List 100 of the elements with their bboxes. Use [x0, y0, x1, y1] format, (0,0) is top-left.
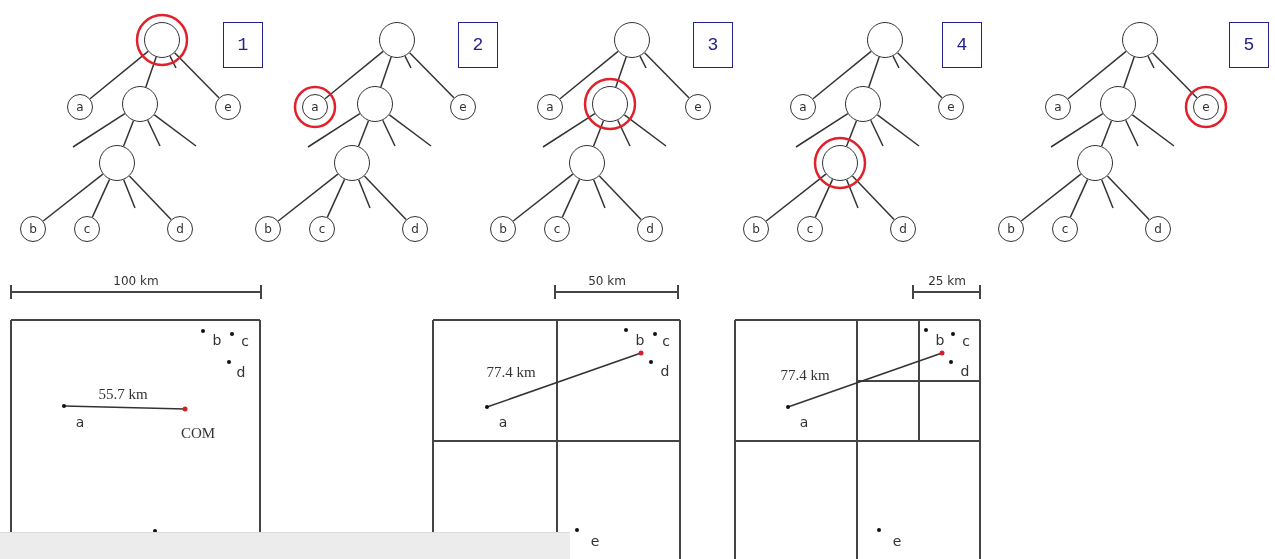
leaf-node: e — [938, 94, 964, 120]
leaf-node: e — [1193, 94, 1219, 120]
tree-edge — [122, 120, 135, 147]
tree-edge — [615, 56, 627, 88]
empty-branch-line — [404, 55, 412, 69]
tree-edge — [814, 178, 834, 218]
internal-node — [357, 86, 393, 122]
empty-branch-line — [617, 119, 631, 147]
leaf-node: d — [890, 216, 916, 242]
empty-branch-line — [72, 112, 126, 148]
leaf-node: a — [790, 94, 816, 120]
empty-branch-line — [307, 112, 361, 148]
empty-branch-line — [1050, 112, 1104, 148]
tree-edge — [380, 56, 392, 88]
empty-branch-line — [1131, 114, 1175, 147]
tree-edge — [357, 120, 370, 147]
tree-edge — [277, 173, 339, 222]
distance-label: 77.4 km — [780, 367, 830, 383]
tree-edge — [91, 178, 111, 218]
tree-edge — [363, 175, 407, 221]
leaf-node: b — [255, 216, 281, 242]
tree-edge — [326, 178, 346, 218]
point-label: c — [241, 334, 249, 348]
tree-edge — [512, 173, 574, 222]
empty-branch-line — [876, 114, 920, 147]
step-number-box: 4 — [942, 22, 982, 68]
leaf-node: c — [797, 216, 823, 242]
tree-edge — [145, 56, 157, 88]
tree-edge — [324, 50, 384, 100]
leaf-node: b — [490, 216, 516, 242]
tree-edge — [42, 173, 104, 222]
leaf-node: b — [998, 216, 1024, 242]
tree-edge — [1100, 120, 1113, 147]
leaf-node: a — [67, 94, 93, 120]
empty-branch-line — [147, 119, 161, 147]
point-label: b — [635, 333, 645, 347]
internal-node — [122, 86, 158, 122]
step-number-box: 2 — [458, 22, 498, 68]
tree-edge — [643, 52, 690, 99]
point-label: a — [498, 415, 508, 429]
tree-edge — [592, 120, 605, 147]
empty-branch-line — [870, 119, 884, 147]
point-label: c — [662, 334, 670, 348]
tree-edge — [559, 50, 619, 100]
empty-branch-line — [542, 112, 596, 148]
leaf-node: e — [450, 94, 476, 120]
internal-node — [867, 22, 903, 58]
scale-label: 50 km — [588, 275, 626, 287]
empty-branch-line — [357, 178, 371, 209]
empty-branch-line — [795, 112, 849, 148]
leaf-node: c — [544, 216, 570, 242]
tree-edge — [896, 52, 943, 99]
empty-branch-line — [1147, 55, 1155, 69]
point-label: d — [236, 365, 246, 379]
internal-node — [614, 22, 650, 58]
point-label: e — [590, 534, 600, 548]
tree-edge — [1067, 50, 1127, 100]
tree-edge — [408, 52, 455, 99]
leaf-node: c — [1052, 216, 1078, 242]
tree-edge — [868, 56, 880, 88]
point-label: b — [212, 333, 222, 347]
leaf-node: d — [1145, 216, 1171, 242]
point-label: a — [799, 415, 809, 429]
tree-edge — [851, 175, 895, 221]
tree-edge — [1123, 56, 1135, 88]
point-label: d — [660, 364, 670, 378]
internal-node — [1122, 22, 1158, 58]
leaf-node: b — [20, 216, 46, 242]
empty-branch-line — [169, 55, 177, 69]
leaf-node: a — [302, 94, 328, 120]
internal-node — [144, 22, 180, 58]
empty-branch-line — [122, 178, 136, 209]
leaf-node: e — [215, 94, 241, 120]
internal-node — [822, 145, 858, 181]
tree-edge — [89, 50, 149, 100]
tree-edge — [1020, 173, 1082, 222]
point-label: e — [892, 534, 902, 548]
tree-edge — [173, 52, 220, 99]
tree-edge — [845, 120, 858, 147]
leaf-node: c — [74, 216, 100, 242]
distance-label: 55.7 km — [98, 386, 148, 402]
leaf-node: b — [743, 216, 769, 242]
tree-edge — [128, 175, 172, 221]
point-label: c — [962, 334, 970, 348]
leaf-node: d — [637, 216, 663, 242]
tree-edge — [812, 50, 872, 100]
leaf-node: d — [167, 216, 193, 242]
internal-node — [379, 22, 415, 58]
step-number-box: 3 — [693, 22, 733, 68]
step-number-box: 5 — [1229, 22, 1269, 68]
step-number-box: 1 — [223, 22, 263, 68]
internal-node — [569, 145, 605, 181]
leaf-node: e — [685, 94, 711, 120]
leaf-node: d — [402, 216, 428, 242]
com-label: COM — [180, 425, 216, 441]
point-label: a — [75, 415, 85, 429]
empty-branch-line — [1125, 119, 1139, 147]
leaf-node: a — [1045, 94, 1071, 120]
tree-edge — [1069, 178, 1089, 218]
tree-edge — [1151, 52, 1198, 99]
